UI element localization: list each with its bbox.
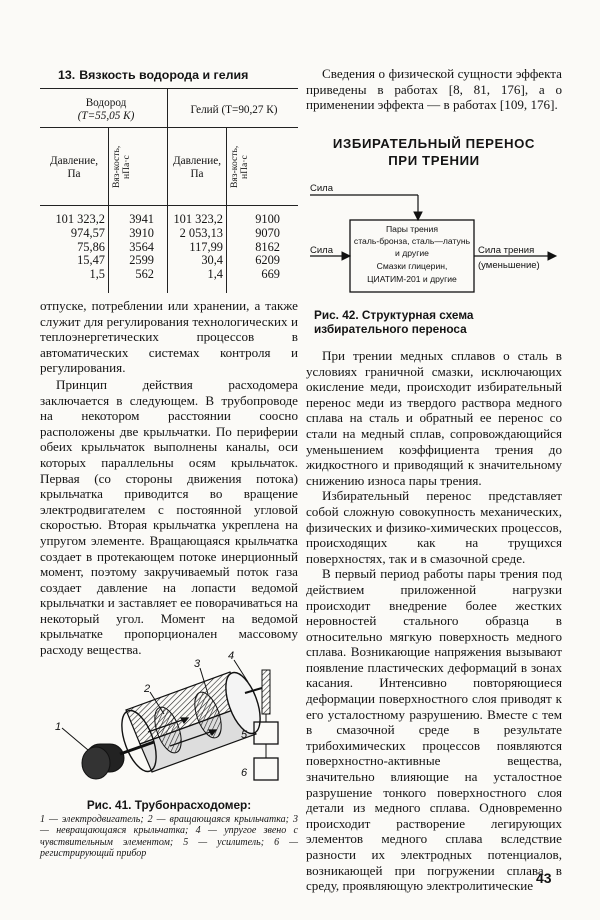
h2-viscosity-col: 3941 3910 3564 2599 562 [129, 212, 154, 282]
recorder [253, 744, 279, 781]
electric-motor [81, 740, 155, 780]
h2-pressure-col: 101 323,2 974,57 75,86 15,47 1,5 [55, 212, 105, 282]
box-line-3: и другие [395, 248, 429, 258]
fig41-caption-block: Рис. 41. Трубонрасходомер: 1 — электродв… [40, 798, 298, 859]
elastic-element [244, 669, 271, 722]
left-paragraph-2: Принцип действия расходомера заключается… [40, 376, 298, 658]
table-rule-header [40, 205, 298, 206]
label-6: 6 [241, 767, 248, 779]
table-divider-h2 [108, 128, 109, 293]
selective-transfer-diagram: Сила Сила Сила трения (уменьшение) Пары … [310, 183, 558, 293]
friction-pair-box [349, 219, 475, 293]
he-viscosity-col: 9100 9070 8162 6209 669 [255, 212, 280, 282]
table-rule-top [40, 88, 298, 89]
box-line-2: сталь-бронза, сталь—латунь [354, 236, 471, 246]
he-viscosity-header: Вяз-кость, нПа·с [229, 145, 250, 189]
right-paragraph-2: Избирательный перенос представляет собой… [306, 488, 562, 566]
fig42-caption: Рис. 42. Структурная схема избирательног… [314, 308, 474, 336]
left-text: отпуске, потреблении или хранении, а так… [40, 298, 298, 658]
h2-viscosity-header: Вяз-кость, нПа·с [111, 145, 132, 189]
h2-header: Водород (T=55,05 К) [77, 97, 135, 122]
label-1: 1 [55, 721, 61, 733]
he-header: Гелий (T=90,27 К) [190, 104, 278, 116]
right-intro: Сведения о физической сущности эффекта п… [306, 66, 562, 113]
label-3: 3 [194, 658, 201, 670]
h2-pressure-header: Давление, Па [49, 155, 99, 180]
flowmeter-figure: 1 2 3 4 5 6 [55, 650, 279, 781]
right-text: При трении медных сплавов о сталь в усло… [306, 348, 562, 894]
label-4: 4 [228, 650, 234, 662]
page-number: 43 [536, 870, 552, 886]
impeller-fixed [194, 691, 222, 739]
box-line-1: Пары трения [386, 224, 438, 234]
label-2: 2 [143, 683, 150, 695]
output-force-note: (уменьшение) [478, 260, 540, 271]
fig42-caption-block: Рис. 42. Структурная схема избирательног… [306, 308, 562, 336]
he-pressure-header: Давление, Па [172, 155, 222, 180]
table-rule-mid [40, 127, 298, 128]
input-force-top: Сила [310, 183, 334, 194]
table-divider-main [167, 88, 168, 293]
table-title: 13.Вязкость водорода и гелия [58, 68, 249, 82]
intro-paragraph: Сведения о физической сущности эффекта п… [306, 66, 562, 113]
output-force-label: Сила трения [478, 245, 534, 256]
table-divider-he [226, 128, 227, 293]
left-paragraph-1: отпуске, потреблении или хранении, а так… [40, 298, 298, 376]
fig41-legend: 1 — электродвигатель; 2 — вращающаяся кр… [40, 814, 298, 859]
section-heading: ИЗБИРАТЕЛЬНЫЙ ПЕРЕНОС ПРИ ТРЕНИИ [332, 136, 536, 168]
flow-arrows [147, 717, 218, 747]
label-5: 5 [241, 729, 248, 741]
input-force-left: Сила [310, 245, 334, 256]
right-paragraph-1: При трении медных сплавов о сталь в усло… [306, 348, 562, 488]
box-line-4: Смазки глицерин, [377, 261, 448, 271]
fig41-caption: Рис. 41. Трубонрасходомер: [86, 798, 252, 812]
pipe [121, 671, 261, 773]
he-pressure-col: 101 323,2 2 053,13 117,99 30,4 1,4 [173, 212, 223, 282]
box-line-5: ЦИАТИМ-201 и другие [367, 274, 457, 284]
right-paragraph-3: В первый период работы пары трения под д… [306, 566, 562, 894]
